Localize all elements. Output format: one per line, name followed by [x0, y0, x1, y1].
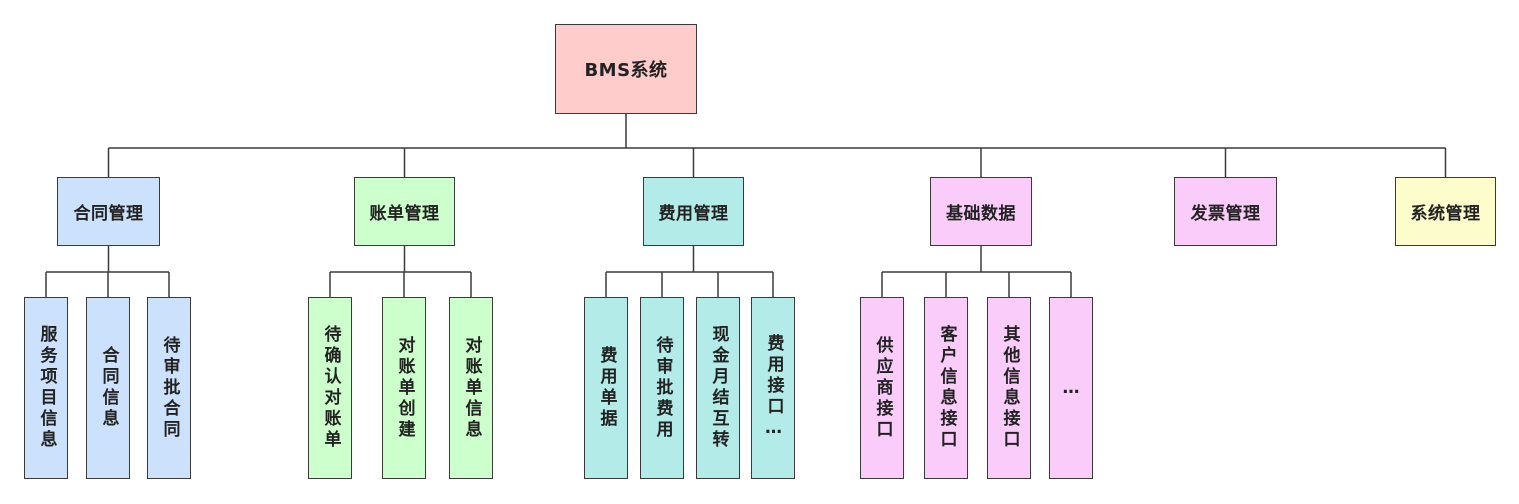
- leaf-pending-statement: 待确认对账单: [308, 297, 352, 479]
- category-label: 账单管理: [369, 204, 440, 224]
- category-base-data: 基础数据: [930, 177, 1032, 246]
- category-label: 基础数据: [946, 204, 1016, 224]
- leaf-label: 对账单信息: [461, 335, 482, 441]
- leaf-pending-contract: 待审批合同: [147, 297, 191, 479]
- leaf-label: 服务项目信息: [36, 325, 57, 451]
- leaf-label: 费用单据: [596, 346, 617, 430]
- leaf-more: …: [1049, 297, 1093, 479]
- category-expense-management: 费用管理: [643, 177, 744, 246]
- leaf-service-item-info: 服务项目信息: [24, 297, 68, 479]
- leaf-supplier-interface: 供应商接口: [860, 297, 904, 479]
- root-label: BMS系统: [584, 60, 668, 81]
- category-contract-management: 合同管理: [57, 177, 160, 246]
- category-system-management: 系统管理: [1395, 177, 1496, 246]
- leaf-label: 客户信息接口: [936, 325, 957, 451]
- category-label: 合同管理: [73, 204, 144, 224]
- leaf-pending-expense: 待审批费用: [640, 297, 684, 479]
- leaf-label: 对账单创建: [394, 335, 415, 441]
- leaf-label: 待审批合同: [159, 335, 180, 441]
- leaf-contract-info: 合同信息: [86, 297, 130, 479]
- category-label: 系统管理: [1410, 204, 1481, 224]
- leaf-label: …: [1062, 377, 1080, 398]
- leaf-statement-info: 对账单信息: [449, 297, 493, 479]
- leaf-label: 供应商接口: [872, 335, 893, 441]
- leaf-label: 待审批费用: [652, 335, 673, 441]
- category-label: 费用管理: [658, 204, 729, 224]
- category-invoice-management: 发票管理: [1174, 177, 1277, 246]
- category-label: 发票管理: [1190, 204, 1261, 224]
- leaf-label: 现金月结互转: [708, 325, 729, 451]
- leaf-other-info-interface: 其他信息接口: [987, 297, 1031, 479]
- leaf-statement-create: 对账单创建: [382, 297, 426, 479]
- leaf-expense-interface: 费用接口…: [751, 297, 795, 479]
- leaf-label: 其他信息接口: [999, 325, 1020, 451]
- leaf-expense-documents: 费用单据: [584, 297, 628, 479]
- leaf-cash-monthly-transfer: 现金月结互转: [696, 297, 740, 479]
- leaf-label: 费用接口…: [763, 334, 784, 442]
- leaf-label: 合同信息: [98, 346, 119, 430]
- leaf-customer-info-interface: 客户信息接口: [924, 297, 968, 479]
- leaf-label: 待确认对账单: [320, 325, 341, 451]
- root-node: BMS系统: [555, 24, 697, 114]
- category-billing-management: 账单管理: [354, 177, 455, 246]
